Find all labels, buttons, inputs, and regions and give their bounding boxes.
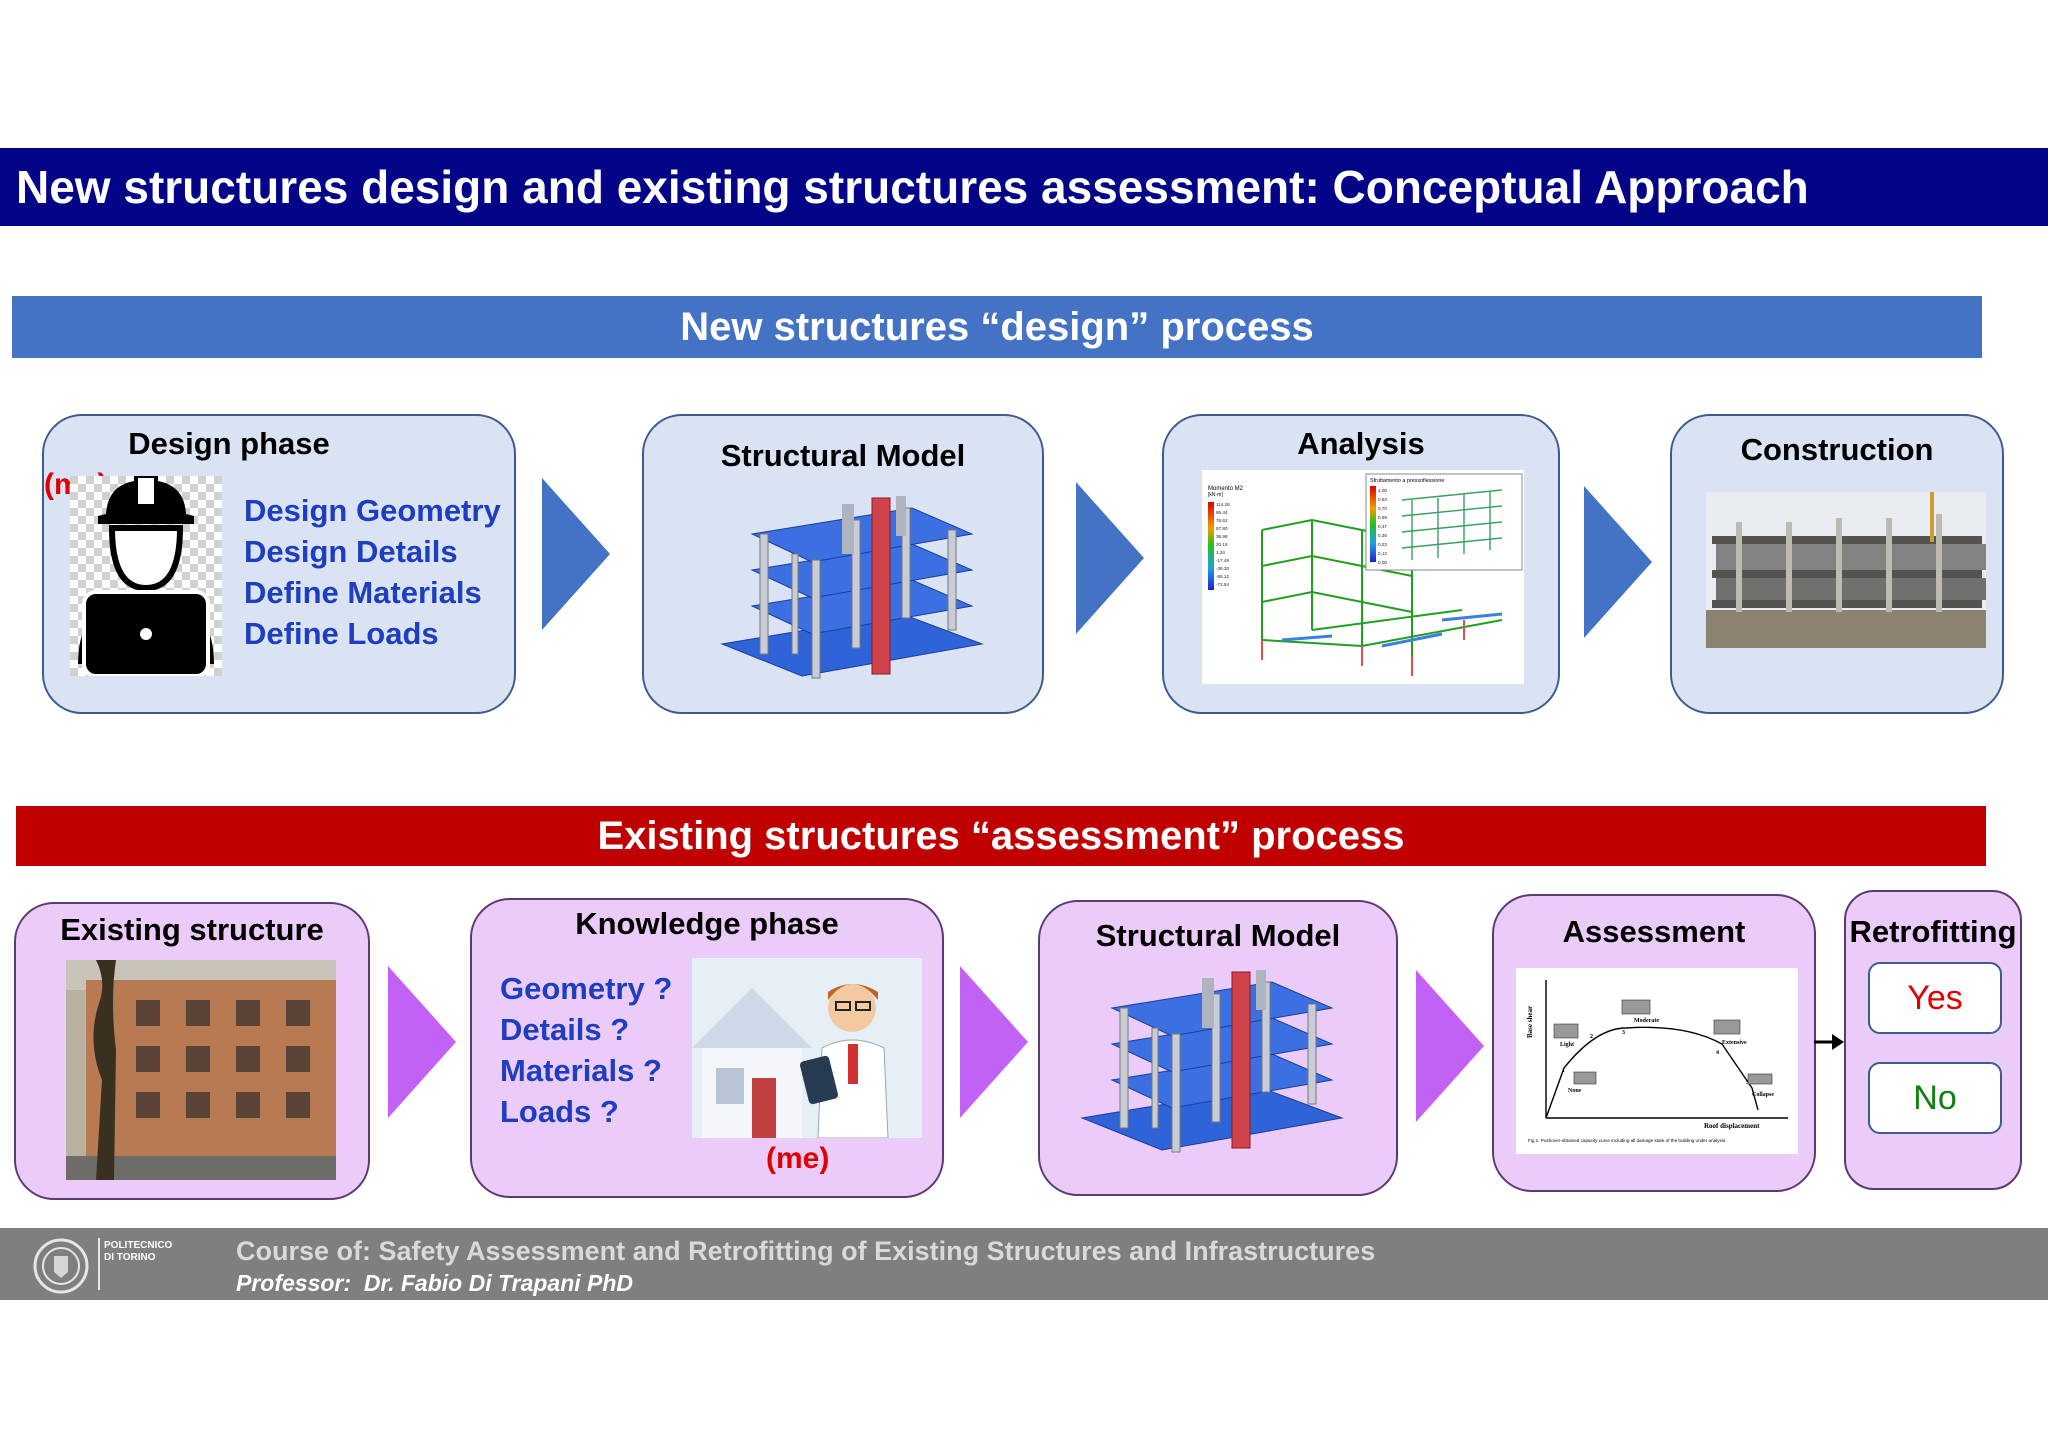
design-item: Design Geometry <box>244 493 501 528</box>
y-axis-label: Base shear <box>1526 1006 1534 1038</box>
damage-state-label: Light <box>1560 1042 1574 1048</box>
legend-value: 1.34 <box>1216 550 1225 555</box>
design-phase-title: Design phase <box>128 426 330 461</box>
legend-value: 57.80 <box>1216 526 1228 531</box>
structural-model-3d-image <box>720 496 984 679</box>
curve-point-label: 4 <box>1716 1050 1719 1056</box>
legend-value: 0,59 <box>1378 515 1387 520</box>
small-arrow-icon <box>1814 1034 1844 1050</box>
knowledge-phase-title: Knowledge phase <box>575 906 839 941</box>
logo-text-line1: POLITECNICO <box>104 1240 173 1251</box>
assessment-title: Assessment <box>1562 914 1746 949</box>
flow-arrow <box>1076 482 1144 634</box>
logo-text-line2: DI TORINO <box>104 1252 156 1263</box>
legend-unit: [kN·m] <box>1208 492 1223 498</box>
engineer-laptop-icon <box>70 476 222 676</box>
knowledge-items-list: Geometry ? Details ? Materials ? Loads ? <box>500 968 672 1132</box>
flow-arrow <box>388 966 456 1118</box>
structural-model-title: Structural Model <box>720 438 966 473</box>
design-item: Define Loads <box>244 616 439 651</box>
legend-title: Sfruttamento a pressoflessione <box>1370 478 1444 484</box>
analysis-box: Analysis Momento M2 [kN·m] 114.26 95.44 … <box>1162 414 1560 714</box>
legend-value: 20.16 <box>1216 542 1228 547</box>
legend-value: 0,35 <box>1378 533 1387 538</box>
retrofit-no-option[interactable]: No <box>1868 1062 2002 1134</box>
legend-value: 0,12 <box>1378 551 1387 556</box>
legend-value: 0,47 <box>1378 524 1387 529</box>
damage-state-label: Collapse <box>1752 1092 1774 1098</box>
existing-structure-title: Existing structure <box>60 912 324 947</box>
construction-title: Construction <box>1740 432 1934 467</box>
legend-value: -36.30 <box>1216 566 1229 571</box>
assessment-process-band: Existing structures “assessment” process <box>16 806 1986 866</box>
professor-name: Professor: Dr. Fabio Di Trapani PhD <box>236 1270 634 1296</box>
legend-value: 114.26 <box>1216 502 1230 507</box>
structural-model-box-assessment: Structural Model <box>1038 900 1398 1196</box>
design-item: Design Details <box>244 534 458 569</box>
legend-value: 0,93 <box>1378 497 1387 502</box>
structural-model-box: Structural Model <box>642 414 1044 714</box>
curve-point-label: 5 <box>1746 1080 1749 1086</box>
legend-value: 1,00 <box>1378 488 1387 493</box>
existing-building-photo <box>66 960 336 1180</box>
assessment-box: Assessment Base shear Roof displacement … <box>1492 894 1816 1192</box>
flow-arrow <box>1416 970 1484 1122</box>
damage-state-label: None <box>1568 1088 1582 1094</box>
curve-point-label: 2 <box>1590 1034 1593 1040</box>
design-items-list: Design Geometry Design Details Define Ma… <box>244 490 501 654</box>
course-title: Course of: Safety Assessment and Retrofi… <box>236 1236 1376 1266</box>
analysis-result-image: Momento M2 [kN·m] 114.26 95.44 76.62 57.… <box>1202 470 1524 684</box>
university-seal-logo <box>33 1238 89 1294</box>
knowledge-item: Geometry ? <box>500 971 673 1006</box>
flow-arrow <box>960 966 1028 1118</box>
retrofit-yes-option[interactable]: Yes <box>1868 962 2002 1034</box>
analysis-title: Analysis <box>1297 426 1425 461</box>
design-process-band: New structures “design” process <box>12 296 1982 358</box>
retrofitting-title: Retrofitting <box>1849 914 2017 949</box>
structural-model-3d-image <box>1080 970 1344 1153</box>
construction-site-photo <box>1706 492 1986 648</box>
curve-point-label: 1 <box>1562 1068 1565 1074</box>
legend-value: 38.98 <box>1216 534 1228 539</box>
pushover-capacity-curve-image: Base shear Roof displacement None Light … <box>1516 968 1798 1154</box>
curve-point-label: 3 <box>1622 1030 1625 1036</box>
legend-value: -17.48 <box>1216 558 1229 563</box>
legend-value: -55.12 <box>1216 574 1229 579</box>
structural-model-title: Structural Model <box>1095 918 1341 953</box>
footer-bar: POLITECNICO DI TORINO Course of: Safety … <box>0 1228 2048 1300</box>
legend-title: Momento M2 <box>1208 486 1244 492</box>
legend-value: -73.94 <box>1216 582 1229 587</box>
legend-value: 0,00 <box>1378 560 1387 565</box>
design-item: Define Materials <box>244 575 482 610</box>
design-phase-box: Design phase (me) Design Geometry Design… <box>42 414 516 714</box>
existing-structure-box: Existing structure <box>14 902 370 1200</box>
legend-value: 0,70 <box>1378 506 1387 511</box>
x-axis-label: Roof displacement <box>1704 1122 1760 1130</box>
damage-state-label: Extensive <box>1722 1040 1747 1046</box>
legend-value: 0,23 <box>1378 542 1387 547</box>
legend-value: 95.44 <box>1216 510 1228 515</box>
flow-arrow <box>542 478 610 630</box>
legend-value: 76.62 <box>1216 518 1228 523</box>
logo-divider <box>98 1238 100 1290</box>
knowledge-item: Loads ? <box>500 1094 619 1129</box>
construction-box: Construction <box>1670 414 2004 714</box>
retrofitting-box: Retrofitting Yes No <box>1844 890 2022 1190</box>
me-label: (me) <box>766 1142 830 1175</box>
flow-arrow <box>1584 486 1652 638</box>
damage-state-label: Moderate <box>1634 1018 1659 1024</box>
slide-title: New structures design and existing struc… <box>0 148 2048 226</box>
knowledge-item: Details ? <box>500 1012 630 1047</box>
knowledge-item: Materials ? <box>500 1053 662 1088</box>
knowledge-phase-box: Knowledge phase Geometry ? Details ? Mat… <box>470 898 944 1198</box>
engineer-cartoon-image <box>692 958 922 1138</box>
figure-caption: Fig 1. Pushover-obtained capacity curve … <box>1528 1138 1726 1143</box>
